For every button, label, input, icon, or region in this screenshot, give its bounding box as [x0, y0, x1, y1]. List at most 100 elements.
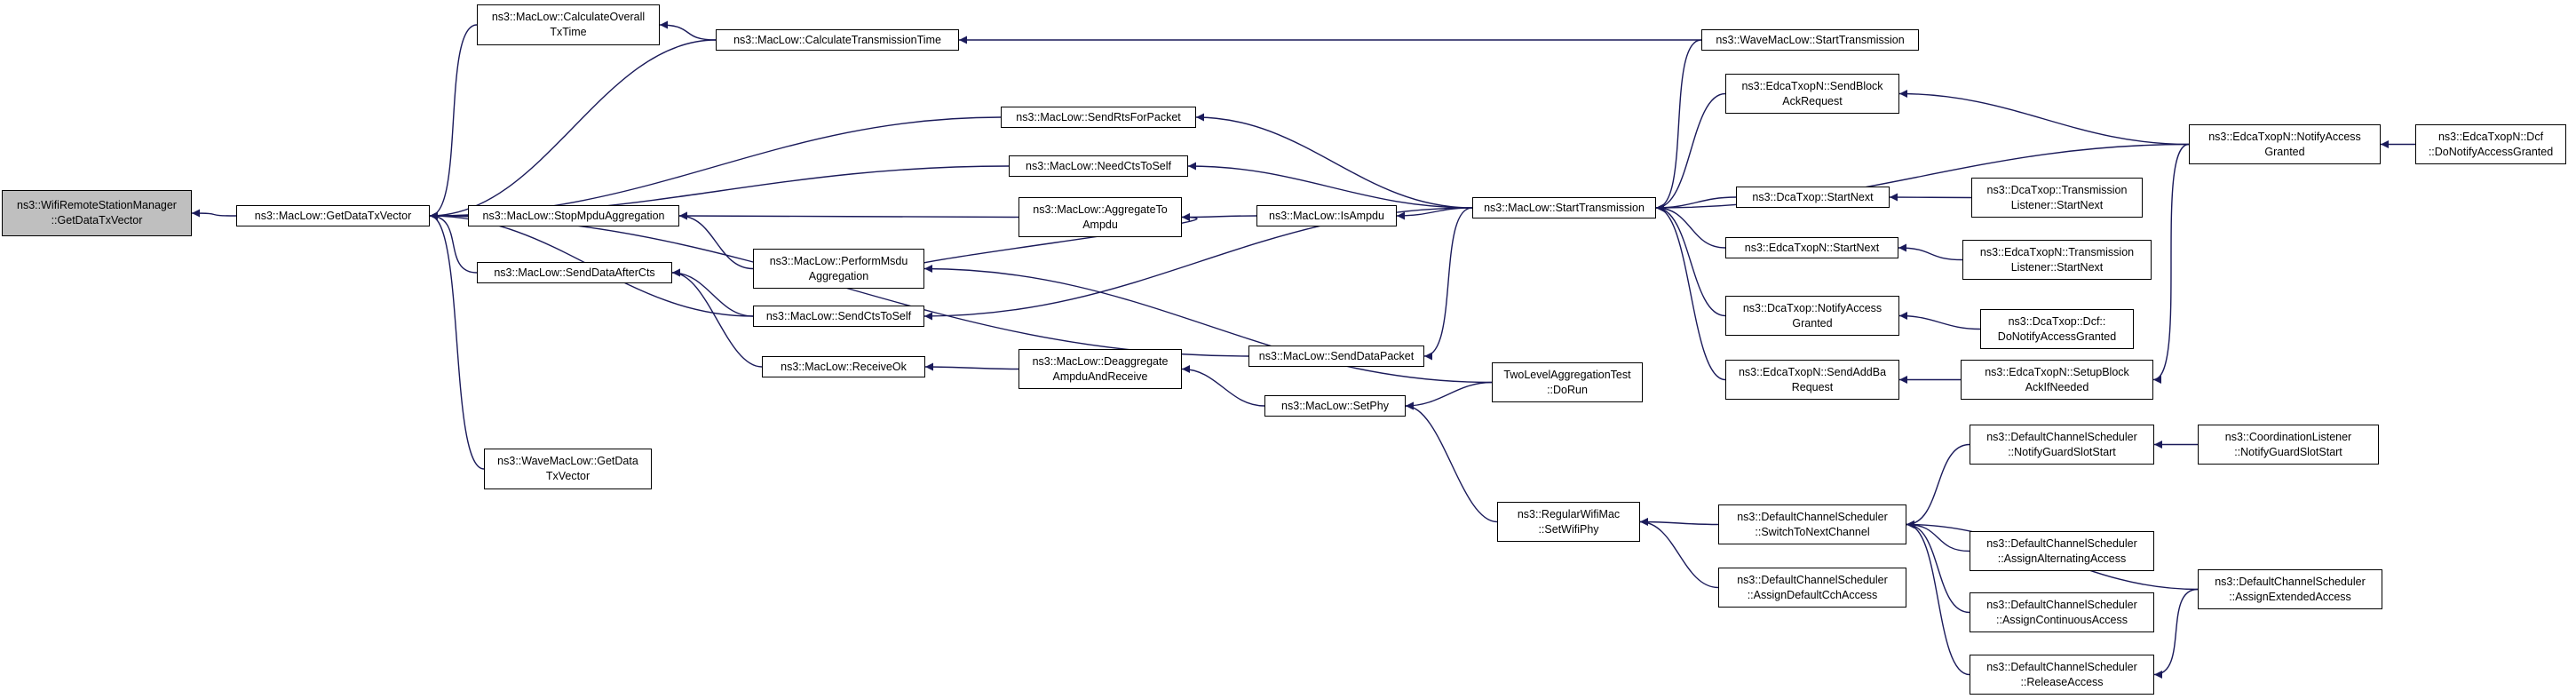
node-label-line: ns3::MacLow::CalculateOverall	[491, 11, 646, 23]
node-sdp[interactable]: ns3::MacLow::SendDataPacket	[1248, 346, 1424, 367]
node-ncts[interactable]: ns3::MacLow::NeedCtsToSelf	[1009, 155, 1188, 177]
node-label-line: ns3::MacLow::NeedCtsToSelf	[1026, 159, 1171, 172]
edge-rwm-to-sphy	[1405, 401, 1498, 523]
node-label-line: ::SwitchToNextChannel	[1755, 525, 1870, 538]
node-sdac[interactable]: ns3::MacLow::SendDataAfterCts	[477, 262, 672, 283]
node-label-line: ::NotifyGuardSlotStart	[2234, 445, 2342, 458]
node-daaa[interactable]: ns3::DefaultChannelScheduler::AssignAlte…	[1970, 531, 2154, 571]
node-isa[interactable]: ns3::MacLow::IsAmpdu	[1256, 205, 1397, 226]
node-label-line: Listener::StartNext	[2010, 198, 2104, 211]
node-label-line: AckRequest	[1782, 94, 1843, 107]
edge-pma-to-smpdu	[678, 211, 754, 270]
node-label-line: TwoLevelAggregationTest	[1503, 368, 1631, 381]
node-dngs[interactable]: ns3::DefaultChannelScheduler::NotifyGuar…	[1970, 425, 2154, 465]
edge-daaa-to-dstnc	[1906, 520, 1970, 552]
node-label-line: ns3::DefaultChannelScheduler	[1986, 430, 2137, 443]
node-label-line: ns3::EdcaTxopN::Transmission	[1979, 245, 2135, 258]
node-label-line: ns3::WaveMacLow::GetData	[497, 455, 638, 467]
node-dadca[interactable]: ns3::DefaultChannelScheduler::AssignDefa…	[1718, 568, 1906, 608]
node-wst[interactable]: ns3::WaveMacLow::StartTransmission	[1701, 29, 1919, 51]
edge-enag-to-esbar	[1898, 90, 2190, 146]
node-srts[interactable]: ns3::MacLow::SendRtsForPacket	[1001, 107, 1196, 128]
node-label-line: ns3::MacLow::StartTransmission	[1484, 201, 1645, 214]
node-label-line: ::AssignDefaultCchAccess	[1747, 588, 1878, 601]
node-edcf[interactable]: ns3::EdcaTxopN::Dcf::DoNotifyAccessGrant…	[2415, 124, 2566, 164]
node-daca[interactable]: ns3::DefaultChannelScheduler::AssignCont…	[1970, 592, 2154, 632]
edge-st-to-srts	[1195, 113, 1473, 209]
node-label-line: ns3::MacLow::AggregateTo	[1033, 203, 1168, 216]
edge-tla-to-pma	[923, 265, 1493, 384]
node-label-line: ns3::EdcaTxopN::SetupBlock	[1985, 365, 2129, 378]
node-rok[interactable]: ns3::MacLow::ReceiveOk	[762, 356, 925, 377]
edge-wgdt-to-gdtv	[429, 211, 485, 470]
node-esn[interactable]: ns3::EdcaTxopN::StartNext	[1725, 237, 1898, 258]
node-label-line: ns3::DefaultChannelScheduler	[2215, 575, 2366, 588]
edge-esabr-to-st	[1655, 203, 1726, 381]
node-label-line: ::DoRun	[1547, 383, 1588, 396]
node-scts[interactable]: ns3::MacLow::SendCtsToSelf	[753, 306, 924, 327]
node-sphy[interactable]: ns3::MacLow::SetPhy	[1264, 395, 1406, 417]
edge-dar-to-rok	[924, 362, 1019, 371]
edge-dnag-to-st	[1655, 203, 1726, 317]
node-label-line: AckIfNeeded	[2025, 380, 2089, 393]
edge-daea-to-dra	[2153, 588, 2199, 679]
node-label-line: TxTime	[550, 26, 587, 38]
node-ctt[interactable]: ns3::MacLow::CalculateTransmissionTime	[716, 29, 959, 51]
node-label-line: ns3::MacLow::Deaggregate	[1032, 354, 1169, 368]
node-label-line: ::DoNotifyAccessGranted	[2428, 145, 2554, 158]
edge-daca-to-dstnc	[1906, 520, 1970, 614]
node-cngs[interactable]: ns3::CoordinationListener::NotifyGuardSl…	[2198, 425, 2379, 465]
node-label-line: ns3::MacLow::SendDataAfterCts	[494, 266, 655, 279]
node-gdtv[interactable]: ns3::MacLow::GetDataTxVector	[236, 205, 430, 226]
node-label-line: Request	[1791, 380, 1834, 393]
node-label-line: Aggregation	[808, 269, 869, 282]
node-daea[interactable]: ns3::DefaultChannelScheduler::AssignExte…	[2198, 569, 2382, 609]
edge-scts-to-sdac	[671, 268, 754, 317]
node-dstnc[interactable]: ns3::DefaultChannelScheduler::SwitchToNe…	[1718, 504, 1906, 544]
node-label-line: ns3::DefaultChannelScheduler	[1737, 510, 1888, 523]
node-label-line: ::ReleaseAccess	[2020, 675, 2104, 688]
node-root: ns3::WifiRemoteStationManager::GetDataTx…	[2, 190, 192, 236]
edge-st-to-ncts	[1187, 162, 1473, 209]
node-ddcf[interactable]: ns3::DcaTxop::Dcf::DoNotifyAccessGranted	[1980, 309, 2134, 349]
node-tla[interactable]: TwoLevelAggregationTest::DoRun	[1492, 362, 1643, 402]
node-label-line: ns3::DefaultChannelScheduler	[1986, 536, 2137, 550]
node-label-line: ns3::MacLow::SendRtsForPacket	[1016, 110, 1181, 123]
edge-dra-to-dstnc	[1906, 520, 1970, 676]
node-label-line: ns3::DcaTxop::StartNext	[1752, 190, 1874, 203]
edge-tla-to-sphy	[1405, 381, 1493, 410]
node-label-line: ns3::EdcaTxopN::SendBlock	[1741, 79, 1883, 92]
node-label-line: ns3::CoordinationListener	[2224, 430, 2352, 443]
node-label-line: ::NotifyGuardSlotStart	[2008, 445, 2116, 458]
node-dsn[interactable]: ns3::DcaTxop::StartNext	[1736, 187, 1890, 208]
node-label-line: ns3::DefaultChannelScheduler	[1986, 660, 2137, 673]
node-label-line: ns3::DcaTxop::Dcf::	[2008, 314, 2106, 328]
node-rwm[interactable]: ns3::RegularWifiMac::SetWifiPhy	[1497, 502, 1640, 542]
edge-gdtv-to-root	[191, 209, 237, 218]
edge-sphy-to-dar	[1181, 365, 1265, 407]
node-label-line: ns3::WaveMacLow::StartTransmission	[1716, 33, 1905, 46]
node-label-line: ns3::MacLow::PerformMsdu	[769, 254, 908, 267]
edge-isa-to-atoa	[1181, 212, 1257, 221]
node-label-line: ns3::MacLow::SendDataPacket	[1258, 349, 1415, 362]
node-label-line: ns3::RegularWifiMac	[1517, 507, 1621, 520]
edge-srts-to-gdtv	[429, 116, 1002, 220]
node-smpdu[interactable]: ns3::MacLow::StopMpduAggregation	[468, 205, 679, 226]
node-dra[interactable]: ns3::DefaultChannelScheduler::ReleaseAcc…	[1970, 655, 2154, 695]
edge-st-to-sdp	[1423, 207, 1473, 361]
node-label-line: ::AssignAlternatingAccess	[1997, 552, 2127, 565]
node-st[interactable]: ns3::MacLow::StartTransmission	[1472, 197, 1656, 218]
